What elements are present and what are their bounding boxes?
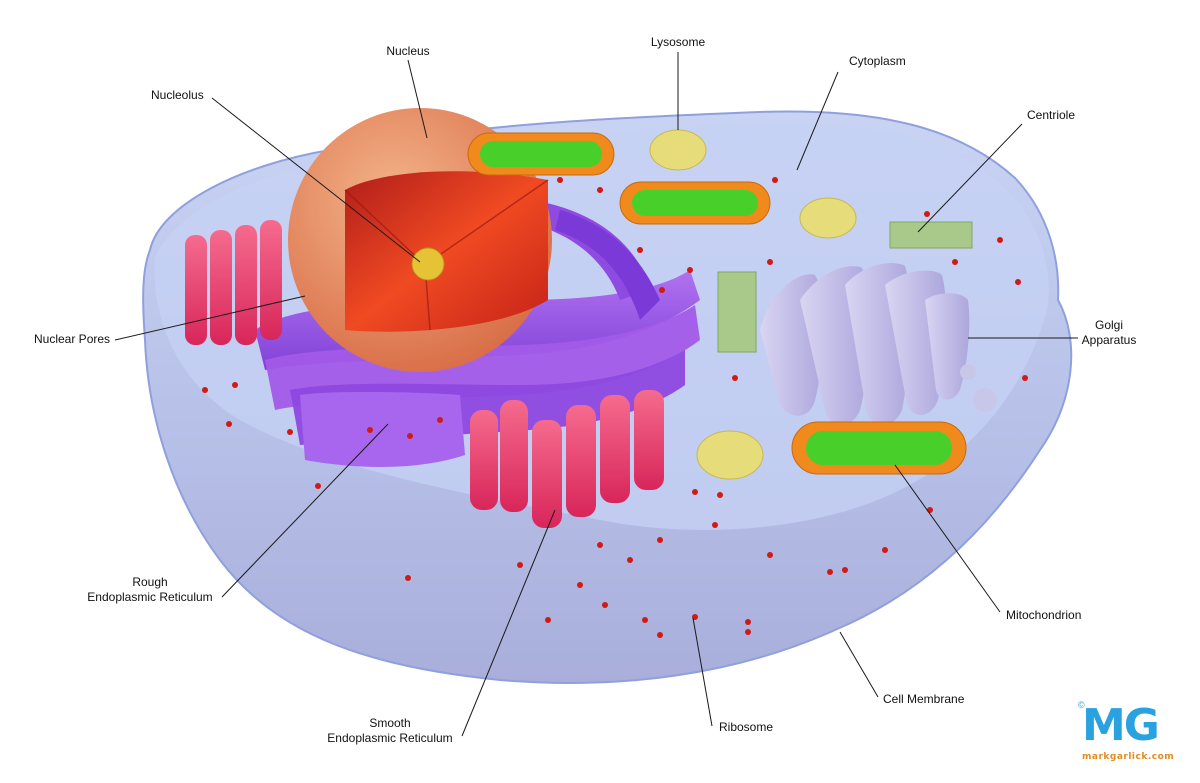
label-smooth-er: Smooth Endoplasmic Reticulum [322, 716, 458, 746]
logo-copyright-icon: © [1078, 700, 1085, 710]
label-rough-er-line2: Endoplasmic Reticulum [87, 590, 213, 604]
centriole-shapes [717, 221, 973, 353]
label-cell-membrane: Cell Membrane [883, 692, 965, 706]
label-smooth-er-line2: Endoplasmic Reticulum [327, 731, 453, 745]
lysosome-shapes [649, 129, 857, 480]
golgi-shape [760, 263, 997, 425]
label-golgi-apparatus: Golgi Apparatus [1074, 318, 1144, 348]
label-ribosome: Ribosome [719, 720, 774, 734]
markgarlick-logo: © MG markgarlick.com [1078, 700, 1190, 772]
label-cytoplasm: Cytoplasm [849, 54, 906, 68]
smooth-er-front-shape [470, 390, 664, 528]
logo-mark: MG [1082, 700, 1160, 751]
label-rough-er-line1: Rough [132, 575, 168, 589]
logo-url: markgarlick.com [1082, 752, 1175, 762]
ribosome-dots [202, 177, 1028, 638]
label-nucleolus: Nucleolus [151, 88, 204, 102]
label-mitochondrion: Mitochondrion [1006, 608, 1082, 622]
label-golgi-line1: Golgi [1094, 318, 1123, 332]
label-nuclear-pores: Nuclear Pores [34, 332, 111, 346]
mitochondrion-shapes [467, 132, 967, 475]
label-smooth-er-line1: Smooth [369, 716, 411, 730]
label-centriole: Centriole [1027, 108, 1076, 122]
label-rough-er: Rough Endoplasmic Reticulum [82, 575, 218, 605]
label-golgi-line2: Apparatus [1081, 333, 1137, 347]
leader-lines [114, 52, 1078, 737]
label-lysosome: Lysosome [650, 35, 706, 49]
label-nucleus: Nucleus [386, 44, 430, 58]
